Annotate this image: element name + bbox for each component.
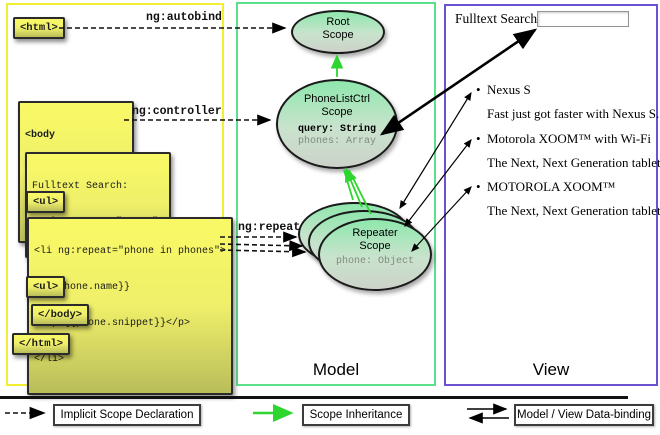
legend-data-binding-box: Model / View Data-binding	[514, 404, 654, 426]
scope-title: Root	[326, 16, 350, 28]
view-search-input[interactable]	[537, 11, 629, 27]
scope-title: Scope	[359, 240, 391, 252]
model-panel: Model	[236, 2, 436, 386]
legend-scope-inheritance-box: Scope Inheritance	[302, 404, 410, 426]
ul-open-tag-box: <ul>	[26, 191, 66, 213]
code-line: <p>{{phone.snippet}}</p>	[34, 318, 191, 329]
view-list-item: Motorola XOOM™ with Wi-Fi	[476, 131, 651, 147]
scope-property-phones: phones: Array	[297, 136, 376, 147]
code-line: Fulltext Search:	[32, 181, 129, 192]
view-list-item: MOTOROLA XOOM™	[476, 179, 615, 195]
scope-property-query: query: String	[297, 124, 376, 135]
view-panel: View	[444, 4, 658, 386]
code-line: {{phone.name}}	[34, 282, 131, 293]
legend-label: Model / View Data-binding	[516, 409, 652, 421]
html-close-tag-box: </html>	[12, 333, 71, 355]
scope-title: PhoneListCtrl	[303, 93, 371, 105]
view-list-item: The Next, Next Generation tablet.	[487, 203, 660, 218]
model-panel-label: Model	[312, 360, 360, 379]
view-list-item: Fast just got faster with Nexus S.	[487, 106, 660, 121]
scope-title: Repeater	[352, 227, 398, 239]
code-line: </li>	[34, 354, 65, 365]
phonelistctrl-scope-ellipse: PhoneListCtrl Scope query: String phones…	[276, 79, 398, 169]
legend-label: Implicit Scope Declaration	[60, 409, 194, 421]
html-open-tag-box: <html>	[13, 17, 65, 39]
ul-close-tag-box: <ul>	[26, 276, 66, 298]
scope-title: Scope	[321, 106, 353, 118]
ng-repeat-label: ng:repeat	[238, 221, 301, 234]
ng-autobind-label: ng:autobind	[146, 11, 222, 24]
repeater-scope-ellipse-front: Repeater Scope phone: Object	[318, 218, 432, 291]
view-list-item: Nexus S	[476, 82, 531, 98]
view-fulltext-search-label: Fulltext Search:	[455, 11, 541, 26]
root-scope-ellipse: Root Scope	[291, 10, 385, 54]
code-line: <body	[25, 130, 56, 141]
view-list-item: The Next, Next Generation tablet.	[487, 155, 660, 170]
scope-property-phone: phone: Object	[335, 256, 414, 267]
view-panel-label: View	[532, 360, 570, 379]
code-line: <li ng:repeat="phone in phones">	[34, 246, 227, 257]
legend-divider-rule	[0, 396, 628, 399]
scope-title: Scope	[322, 29, 354, 41]
body-close-tag-box: </body>	[31, 304, 90, 326]
ng-controller-label: ng:controller	[132, 105, 222, 118]
legend-implicit-scope-box: Implicit Scope Declaration	[53, 404, 201, 426]
legend-label: Scope Inheritance	[309, 409, 403, 421]
